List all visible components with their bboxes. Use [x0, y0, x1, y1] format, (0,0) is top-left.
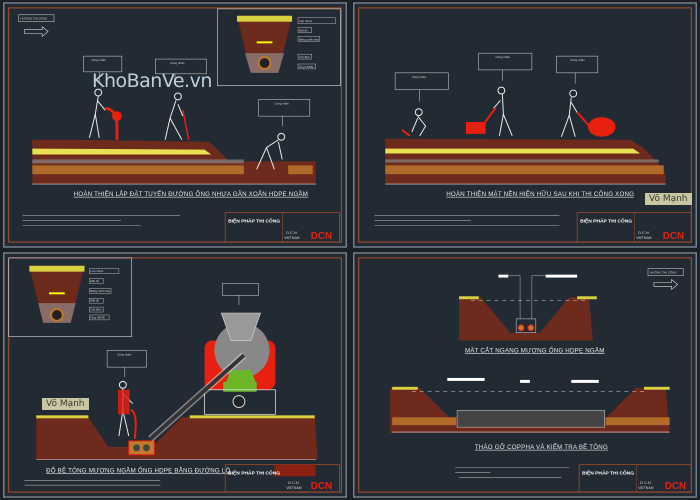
road-roller [465, 122, 486, 134]
inset-section-detail: Lớp nhựa Đất đỏ Băng cảnh báo Đất đỏ Cát… [8, 257, 132, 337]
arrow-right-icon [653, 278, 678, 291]
svg-text:BIỆN PHÁP THI CÔNG: BIỆN PHÁP THI CÔNG [582, 468, 634, 476]
svg-text:VIETNAM: VIETNAM [284, 236, 299, 240]
svg-text:Đất đỏ: Đất đỏ [299, 29, 308, 33]
svg-text:Công nhân: Công nhân [117, 352, 132, 356]
title-block: BIỆN PHÁP THI CÔNG D.C.N VIETNAM DCN [576, 212, 692, 243]
watermark: KhoBanVe.vn [92, 70, 212, 92]
svg-text:D.C.N: D.C.N [288, 480, 299, 485]
drawing-1: HƯỚNG THI CÔNG Lớp nhựa Đất đỏ Băng cảnh… [3, 2, 347, 248]
svg-text:BIỆN PHÁP THI CÔNG: BIỆN PHÁP THI CÔNG [228, 216, 280, 224]
plate-compactor [587, 117, 616, 137]
svg-text:DCN: DCN [311, 481, 332, 492]
svg-text:DCN: DCN [663, 231, 684, 242]
drawing-title: HOÀN THIỆN MẶT NỀN HIỆN HỮU SAU KHI THI … [446, 190, 634, 198]
section-title-2: THÁO GỠ COPPHA VÀ KIỂM TRA BÊ TÔNG [475, 443, 608, 451]
svg-text:VIETNAM: VIETNAM [286, 486, 301, 490]
drawing-2: Công nhân Công nhân Công nhân HOÀN THIỆN… [353, 2, 697, 248]
svg-text:D.C.N: D.C.N [638, 230, 649, 235]
svg-text:Cát đệm: Cát đệm [299, 55, 311, 59]
svg-text:Công nhân: Công nhân [274, 101, 289, 105]
cross-section [459, 274, 597, 341]
svg-text:Cát đệm: Cát đệm [90, 308, 102, 312]
title-block: BIỆN PHÁP THI CÔNG D.C.N VIETNAM DCN [224, 464, 340, 493]
longitudinal-section [390, 377, 670, 434]
callouts [83, 55, 311, 126]
svg-text:BIỆN PHÁP THI CÔNG: BIỆN PHÁP THI CÔNG [580, 216, 632, 224]
svg-text:D.C.N: D.C.N [286, 230, 297, 235]
svg-text:VIETNAM: VIETNAM [636, 236, 651, 240]
svg-text:Ống HDPE: Ống HDPE [299, 64, 314, 69]
svg-text:Lớp nhựa: Lớp nhựa [90, 269, 103, 273]
concrete-mixer-truck [148, 312, 276, 442]
arrow-right-icon [24, 25, 49, 38]
section-title: MẶT CẮT NGANG MƯƠNG ỐNG HDPE NGẦM [465, 346, 605, 354]
drawing-panel-2[interactable]: Công nhân Công nhân Công nhân HOÀN THIỆN… [352, 2, 698, 248]
svg-text:Công nhân: Công nhân [91, 58, 106, 62]
title-block: BIỆN PHÁP THI CÔNG D.C.N VIETNAM DCN [578, 464, 692, 493]
inset-section-detail: Lớp nhựa Đất đỏ Băng cảnh báo Cát đệm Ốn… [217, 8, 341, 86]
svg-text:BIỆN PHÁP THI CÔNG: BIỆN PHÁP THI CÔNG [228, 468, 280, 476]
worker-figures [88, 88, 286, 170]
svg-text:D.C.N: D.C.N [640, 480, 651, 485]
svg-text:Băng cảnh báo: Băng cảnh báo [299, 37, 319, 41]
svg-text:DCN: DCN [311, 231, 332, 242]
callouts [394, 52, 599, 102]
drawing-3: Lớp nhựa Đất đỏ Băng cảnh báo Đất đỏ Cát… [3, 252, 347, 498]
drawing-title: ĐỔ BÊ TÔNG MƯƠNG NGẦM ỐNG HDPE BẰNG ĐƯỜN… [46, 466, 230, 474]
ground-layers [32, 139, 316, 185]
svg-text:Đất đỏ: Đất đỏ [90, 299, 99, 303]
svg-text:VIETNAM: VIETNAM [638, 486, 653, 490]
worker-figures [411, 86, 579, 137]
direction-label-box [18, 14, 55, 22]
drawing-panel-3[interactable]: Lớp nhựa Đất đỏ Băng cảnh báo Đất đỏ Cát… [2, 252, 348, 498]
svg-text:Công nhân: Công nhân [412, 75, 427, 79]
svg-text:DCN: DCN [665, 481, 686, 492]
signature-label: Võ Mạnh [42, 398, 89, 410]
trench-ground [36, 415, 318, 460]
tamping-tool [182, 110, 190, 140]
title-block: BIỆN PHÁP THI CÔNG D.C.N VIETNAM DCN [224, 212, 340, 243]
svg-text:Đất đỏ: Đất đỏ [90, 279, 99, 283]
drawing-panel-1[interactable]: HƯỚNG THI CÔNG Lớp nhựa Đất đỏ Băng cảnh… [2, 2, 348, 248]
drawing-panel-4[interactable]: HƯỚNG THI CÔNG MẶT CẮT NGANG MƯƠNG ỐNG H… [352, 252, 698, 498]
direction-label: HƯỚNG THI CÔNG [650, 270, 677, 275]
svg-text:Công nhân: Công nhân [495, 55, 510, 59]
drawing-title: HOÀN THIỆN LẮP ĐẶT TUYẾN ĐƯỜNG ỐNG NHỰA … [74, 190, 308, 198]
svg-text:Băng cảnh báo: Băng cảnh báo [90, 289, 110, 293]
svg-text:Lớp nhựa: Lớp nhựa [299, 19, 312, 23]
svg-text:Công nhân: Công nhân [170, 61, 185, 65]
callouts [106, 283, 259, 377]
signature-label: Võ Mạnh [645, 193, 692, 205]
concrete-hose [130, 408, 137, 440]
drawing-4: HƯỚNG THI CÔNG MẶT CẮT NGANG MƯƠNG ỐNG H… [353, 252, 697, 498]
direction-label: HƯỚNG THI CÔNG [21, 16, 48, 21]
svg-text:Công nhân: Công nhân [570, 58, 585, 62]
ground-layers [385, 138, 666, 185]
svg-text:Ống HDPE: Ống HDPE [90, 314, 105, 319]
